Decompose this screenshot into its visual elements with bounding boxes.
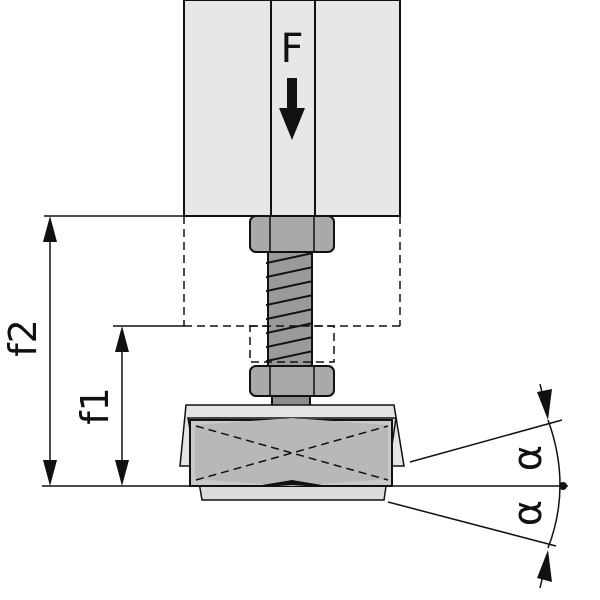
pivot-point	[559, 482, 567, 490]
down-arrow-icon	[279, 78, 305, 140]
lower-hex-nut	[249, 365, 335, 397]
nut-max-position-outline	[249, 325, 335, 363]
dimension-f1	[113, 325, 184, 486]
threaded-screw	[266, 251, 313, 369]
force-label: F	[280, 26, 303, 72]
alpha-upper-label: α	[505, 445, 551, 471]
f2-label: f2	[1, 319, 45, 357]
upper-hex-nut	[249, 215, 335, 253]
foot-base	[189, 418, 393, 487]
f1-label: f1	[73, 387, 117, 425]
alpha-lower-label: α	[505, 500, 551, 526]
dimension-f2	[43, 215, 184, 486]
tilt-angle-indicator	[387, 419, 563, 549]
